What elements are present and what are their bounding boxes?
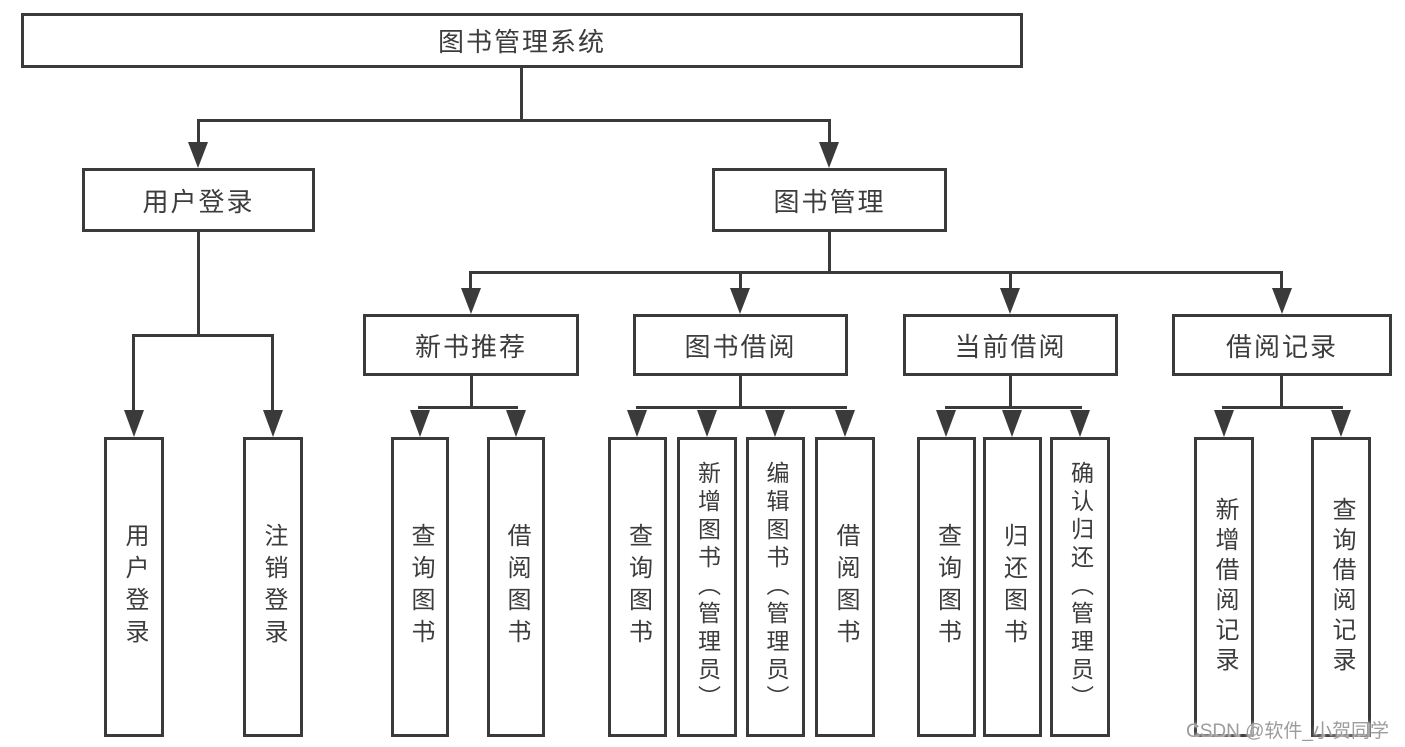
connector-line — [470, 376, 473, 409]
node-label: 借阅图书 — [503, 523, 530, 651]
arrow-down-icon — [124, 410, 144, 437]
connector-line — [469, 271, 1283, 274]
node-borrow-books-recommend: 借阅图书 — [487, 437, 545, 737]
arrow-down-icon — [506, 410, 526, 437]
arrow-down-icon — [410, 410, 430, 437]
arrow-down-icon — [188, 142, 208, 168]
connector-line — [197, 119, 200, 147]
connector-line — [828, 119, 831, 147]
node-query-borrow-record: 查询借阅记录 — [1311, 437, 1371, 737]
node-logout-action: 注销登录 — [243, 437, 303, 737]
node-label: 新书推荐 — [414, 331, 527, 362]
connector-line — [132, 334, 135, 411]
node-label: 图书管理 — [773, 186, 886, 217]
connector-line — [520, 68, 523, 122]
node-add-books-admin: 新增图书（管理员） — [677, 437, 737, 737]
node-label: 用户登录 — [142, 186, 255, 217]
arrow-down-icon — [1000, 288, 1020, 314]
connector-line — [271, 334, 274, 411]
arrow-down-icon — [730, 288, 750, 314]
node-label: 借阅图书 — [832, 523, 859, 651]
connector-line — [197, 119, 831, 122]
node-label: 借阅记录 — [1225, 331, 1338, 362]
node-add-borrow-record: 新增借阅记录 — [1194, 437, 1254, 737]
connector-line — [197, 232, 200, 337]
node-label: 注销登录 — [260, 523, 287, 651]
arrow-down-icon — [263, 410, 283, 437]
connector-line — [469, 271, 472, 293]
connector-line — [828, 232, 831, 274]
arrow-down-icon — [765, 410, 785, 437]
arrow-down-icon — [461, 288, 481, 314]
arrow-down-icon — [627, 410, 647, 437]
node-label: 当前借阅 — [954, 331, 1067, 362]
node-book-management: 图书管理 — [712, 168, 947, 232]
node-label: 查询图书 — [407, 523, 434, 651]
node-query-books-recommend: 查询图书 — [391, 437, 449, 737]
connector-line — [1280, 376, 1283, 409]
arrow-down-icon — [819, 142, 839, 168]
arrow-down-icon — [1272, 288, 1292, 314]
connector-line — [636, 406, 847, 409]
node-label: 用户登录 — [121, 523, 148, 651]
arrow-down-icon — [1331, 410, 1351, 437]
connector-line — [1009, 271, 1012, 293]
arrow-down-icon — [835, 410, 855, 437]
arrow-down-icon — [1002, 410, 1022, 437]
node-new-book-recommend: 新书推荐 — [363, 314, 579, 376]
node-borrowing-records: 借阅记录 — [1172, 314, 1392, 376]
node-label: 查询图书 — [624, 523, 652, 651]
node-label: 编辑图书（管理员） — [763, 461, 789, 713]
node-label: 图书借阅 — [684, 331, 797, 362]
node-label: 图书管理系统 — [437, 27, 606, 57]
node-current-borrowing: 当前借阅 — [903, 314, 1118, 376]
node-return-books: 归还图书 — [983, 437, 1042, 737]
node-confirm-return-admin: 确认归还（管理员） — [1050, 437, 1110, 737]
node-book-borrowing: 图书借阅 — [633, 314, 848, 376]
connector-line — [1009, 376, 1012, 409]
node-library-system: 图书管理系统 — [21, 13, 1023, 68]
arrow-down-icon — [1214, 410, 1234, 437]
arrow-down-icon — [697, 410, 717, 437]
csdn-watermark: CSDN @软件_小贺同学 — [1186, 721, 1389, 742]
node-user-login: 用户登录 — [82, 168, 315, 232]
connector-line — [418, 406, 518, 409]
connector-line — [132, 334, 274, 337]
connector-line — [739, 271, 742, 293]
node-edit-books-admin: 编辑图书（管理员） — [746, 437, 805, 737]
arrow-down-icon — [936, 410, 956, 437]
node-label: 新增图书（管理员） — [694, 461, 721, 713]
node-query-books-current: 查询图书 — [917, 437, 976, 737]
connector-line — [739, 376, 742, 409]
node-label: 查询借阅记录 — [1328, 497, 1355, 677]
node-label: 确认归还（管理员） — [1067, 461, 1094, 713]
node-label: 归还图书 — [999, 523, 1027, 651]
node-user-login-action: 用户登录 — [104, 437, 164, 737]
node-borrow-books-action: 借阅图书 — [815, 437, 875, 737]
connector-line — [1222, 406, 1343, 409]
connector-line — [1280, 271, 1283, 293]
node-label: 新增借阅记录 — [1211, 497, 1238, 677]
node-label: 查询图书 — [933, 523, 961, 651]
arrow-down-icon — [1070, 410, 1090, 437]
node-query-books-borrowing: 查询图书 — [608, 437, 667, 737]
connector-line — [945, 406, 1082, 409]
